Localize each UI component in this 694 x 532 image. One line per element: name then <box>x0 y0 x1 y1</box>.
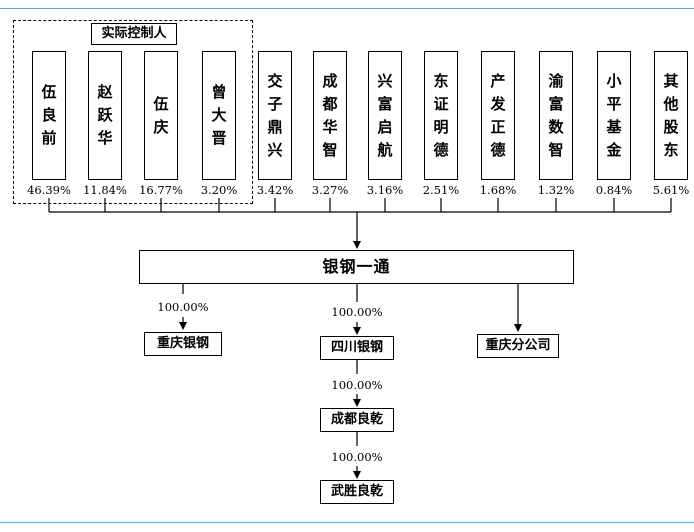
wusheng-liangqian-pct: 100.00% <box>331 450 383 464</box>
shareholder-box: 东证明德 <box>424 51 458 180</box>
chongqing-yingang-pct: 100.00% <box>157 300 209 314</box>
shareholder-pct: 0.84% <box>595 183 633 197</box>
shareholder-name: 伍良前 <box>41 83 57 147</box>
top-rule <box>0 8 694 9</box>
shareholder-box: 产发正德 <box>481 51 515 180</box>
shareholder-box: 渝富数智 <box>539 51 573 180</box>
shareholder-name: 曾大晋 <box>211 83 227 147</box>
company-box: 银钢一通 <box>139 250 574 284</box>
shareholder-name: 成都华智 <box>322 71 338 159</box>
chongqing-branch-box: 重庆分公司 <box>477 334 559 358</box>
sichuan-yingang-box: 四川银钢 <box>320 336 394 360</box>
shareholder-pct: 5.61% <box>652 183 690 197</box>
shareholder-pct: 1.68% <box>479 183 517 197</box>
chengdu-liangqian-box: 成都良乾 <box>320 408 394 432</box>
chengdu-liangqian-pct: 100.00% <box>331 378 383 392</box>
shareholder-pct: 3.42% <box>256 183 294 197</box>
shareholder-pct: 16.77% <box>139 183 183 197</box>
sichuan-yingang-pct: 100.00% <box>331 305 383 319</box>
shareholder-pct: 1.32% <box>537 183 575 197</box>
shareholder-name: 东证明德 <box>433 71 449 159</box>
shareholder-name: 兴富启航 <box>377 71 393 159</box>
wusheng-liangqian-box: 武胜良乾 <box>320 480 394 504</box>
shareholder-box: 伍庆 <box>144 51 178 180</box>
shareholder-box: 其他股东 <box>654 51 688 180</box>
shareholder-box: 赵跃华 <box>88 51 122 180</box>
shareholder-name: 渝富数智 <box>548 71 564 159</box>
shareholder-pct: 3.20% <box>200 183 238 197</box>
shareholder-name: 伍庆 <box>153 94 169 136</box>
shareholder-pct: 46.39% <box>27 183 71 197</box>
shareholder-box: 曾大晋 <box>202 51 236 180</box>
shareholder-name: 赵跃华 <box>97 83 113 147</box>
shareholder-box: 兴富启航 <box>368 51 402 180</box>
shareholder-name: 小平基金 <box>606 71 622 159</box>
shareholder-box: 成都华智 <box>313 51 347 180</box>
shareholder-name: 其他股东 <box>663 71 679 159</box>
shareholder-box: 伍良前 <box>32 51 66 180</box>
actual-controller-group <box>13 20 253 204</box>
shareholder-pct: 3.16% <box>366 183 404 197</box>
shareholder-pct: 11.84% <box>83 183 127 197</box>
actual-controller-label: 实际控制人 <box>91 23 177 45</box>
shareholder-box: 交子鼎兴 <box>258 51 292 180</box>
shareholder-pct: 3.27% <box>311 183 349 197</box>
chongqing-yingang-box: 重庆银钢 <box>144 332 222 356</box>
shareholder-box: 小平基金 <box>597 51 631 180</box>
bottom-rule <box>0 522 694 523</box>
shareholder-pct: 2.51% <box>422 183 460 197</box>
shareholder-name: 交子鼎兴 <box>267 71 283 159</box>
shareholder-name: 产发正德 <box>490 71 506 159</box>
